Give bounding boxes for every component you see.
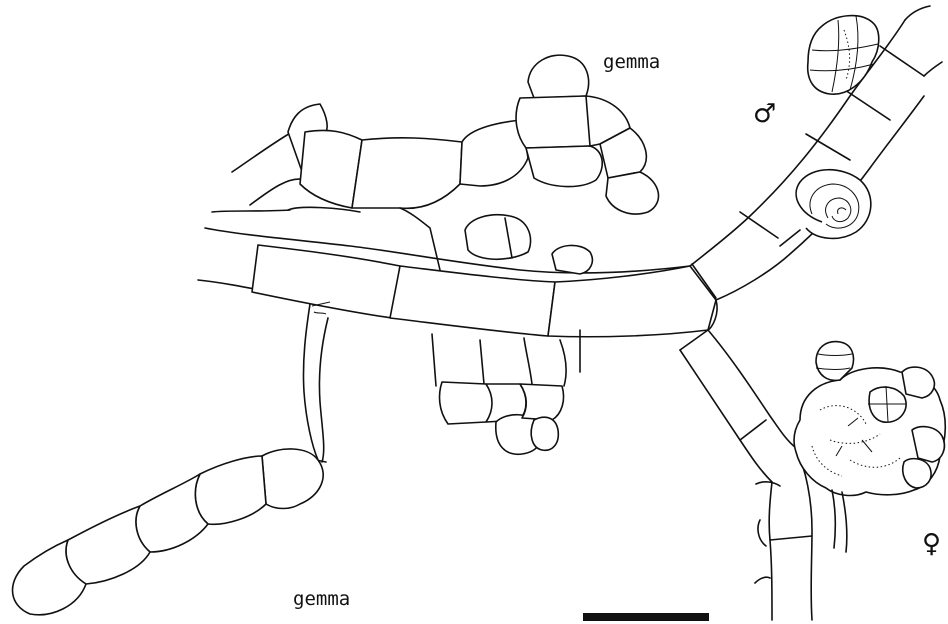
female-branch	[680, 300, 812, 620]
antheridium	[808, 16, 879, 95]
upper-gemma-cluster	[516, 55, 658, 214]
scale-bar	[583, 613, 709, 621]
gemma-label-bottom: gemma	[293, 588, 350, 610]
main-filament	[198, 228, 716, 337]
lower-gemma-chain	[13, 449, 324, 615]
male-symbol: ♂	[753, 99, 776, 129]
spiral-organ	[780, 170, 871, 246]
female-organ	[794, 342, 945, 552]
gemma-label-top: gemma	[603, 51, 660, 73]
rhizoid	[303, 302, 330, 462]
female-symbol: ♀	[922, 529, 941, 559]
